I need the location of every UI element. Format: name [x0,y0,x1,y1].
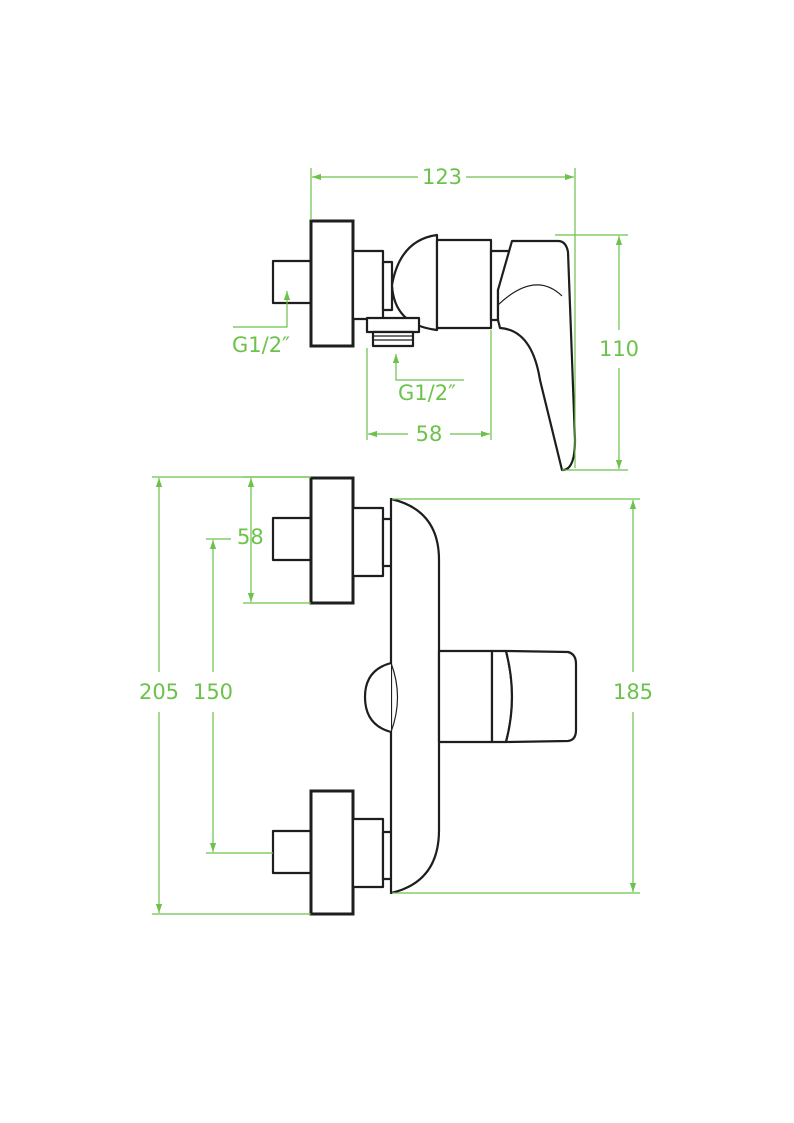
dim-height: 110 [599,337,639,361]
front-top-inlet-stub [271,516,313,562]
top-collar-ring [381,260,394,312]
top-collar [351,249,385,321]
dim-inlet-spacing: 150 [193,680,233,704]
top-view: 123 110 G1/2″ G1/2″ 58 [232,165,639,472]
outlet-thread-label: G1/2″ [398,381,456,405]
top-handle-lever [496,239,577,472]
front-bottom-inlet-stub [271,829,313,875]
front-bottom-flange [309,789,355,916]
front-central-boss [363,661,392,734]
front-handle-lever [504,649,578,744]
top-outlet-thread [371,330,415,348]
front-cartridge-housing [437,649,494,744]
dim-body-height: 185 [613,680,653,704]
top-wall-flange [309,219,355,348]
dim-body-depth: 58 [416,422,443,446]
front-central-boss-line [390,662,399,733]
dim-eccentric-adjust: 58 [237,525,264,549]
inlet-thread-label: G1/2″ [232,333,290,357]
front-top-collar [351,506,385,578]
front-bottom-collar [351,817,385,889]
front-view: 205 58 150 185 [139,476,653,916]
front-top-flange [309,476,355,605]
dim-overall-height: 205 [139,680,179,704]
dim-overall-width: 123 [422,165,462,189]
top-outlet-nut [365,316,421,334]
top-handle-edge [497,284,563,306]
top-body-dome [390,233,439,332]
top-cartridge-housing [435,238,493,330]
front-main-body [389,497,441,895]
top-inlet-stub [271,259,313,305]
